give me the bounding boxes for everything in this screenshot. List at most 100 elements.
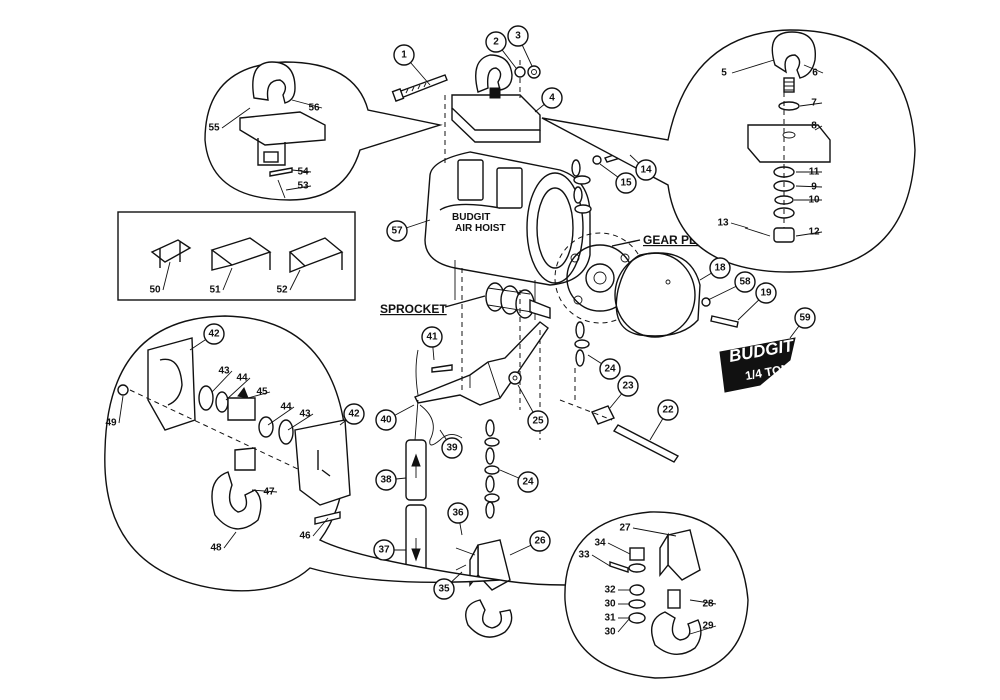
- callout-leader-34: [607, 542, 631, 555]
- shaft-22-23: [539, 330, 680, 463]
- callout-leader-53: [285, 185, 312, 191]
- part-number-35: 35: [438, 584, 450, 595]
- part-number-26: 26: [534, 536, 546, 547]
- housing-sub-text: AIR HOIST: [455, 223, 506, 234]
- part-number-25: 25: [532, 416, 544, 427]
- part-number-58: 58: [739, 277, 751, 288]
- detail-bubble-top-left: [204, 61, 443, 201]
- part-number-54: 54: [297, 167, 309, 178]
- part-number-19: 19: [760, 288, 772, 299]
- part-number-52: 52: [276, 285, 288, 296]
- part-number-53: 53: [297, 181, 309, 192]
- callout-circle-39: [441, 437, 463, 459]
- part-number-11: 11: [809, 167, 820, 178]
- gear-plate-leader: [611, 239, 641, 247]
- part-number-29: 29: [702, 621, 714, 632]
- part-number-37: 37: [378, 545, 390, 556]
- callout-circle-26: [529, 530, 551, 552]
- bracket-options-box: [117, 211, 356, 301]
- lower-hook-block: [455, 539, 513, 638]
- callout-circle-15: [615, 172, 637, 194]
- part-number-55: 55: [208, 123, 220, 134]
- part-number-43a: 43: [218, 366, 230, 377]
- callout-leader-12: [795, 231, 823, 237]
- callout-circle-59: [794, 307, 816, 329]
- pull-handles: [405, 399, 463, 576]
- part-number-3: 3: [515, 31, 521, 42]
- guide-lines: [461, 268, 576, 410]
- part-number-42b: 42: [348, 409, 360, 420]
- callout-leader-6: [803, 64, 824, 74]
- callout-leader-50: [162, 261, 171, 291]
- part-number-9: 9: [811, 182, 817, 193]
- callout-leader-28: [689, 599, 717, 605]
- callout-leader-54: [291, 169, 312, 173]
- callout-leader-43a: [211, 370, 233, 393]
- callout-leader-44a: [225, 377, 251, 401]
- callout-circle-42b: [343, 403, 365, 425]
- callout-circle-36: [447, 502, 469, 524]
- callout-circle-58: [734, 271, 756, 293]
- part-number-46: 46: [299, 531, 311, 542]
- sprocket-leader: [444, 295, 486, 308]
- callout-leader-49: [118, 395, 124, 424]
- detail-bubble-top-right: [541, 29, 916, 273]
- control-lever: [414, 321, 549, 406]
- part-number-1: 1: [401, 50, 407, 61]
- part-number-33: 33: [578, 550, 590, 561]
- part-number-57: 57: [391, 226, 403, 237]
- part-number-40: 40: [380, 415, 392, 426]
- sprocket-assembly: [485, 282, 551, 319]
- part-number-22: 22: [662, 405, 674, 416]
- detail-bubble-bottom-left: [104, 315, 501, 592]
- part-number-45: 45: [256, 387, 268, 398]
- part-number-15: 15: [620, 178, 632, 189]
- part-number-43b: 43: [299, 409, 311, 420]
- part-number-6: 6: [812, 68, 818, 79]
- callout-circle-19: [755, 282, 777, 304]
- callout-leader-9: [795, 185, 823, 188]
- part-number-34: 34: [594, 538, 606, 549]
- part-number-30a: 30: [604, 599, 616, 610]
- part-number-14: 14: [640, 165, 652, 176]
- part-number-48: 48: [210, 543, 222, 554]
- detail-bubble-bottom-right: [499, 511, 749, 679]
- part-number-47: 47: [263, 487, 275, 498]
- callout-leader-43b: [287, 413, 314, 431]
- callout-circle-24b: [517, 471, 539, 493]
- callout-leader-52: [289, 269, 301, 291]
- part-number-56: 56: [308, 103, 320, 114]
- part-number-36: 36: [452, 508, 464, 519]
- callout-circle-22: [657, 399, 679, 421]
- callout-circle-57: [386, 220, 408, 242]
- part-number-12: 12: [808, 227, 820, 238]
- part-number-42a: 42: [208, 329, 220, 340]
- part-number-50: 50: [149, 285, 161, 296]
- callout-circle-4: [541, 87, 563, 109]
- housing-brand-text: BUDGIT: [452, 212, 490, 223]
- callout-leader-56: [291, 99, 323, 109]
- part-number-32: 32: [604, 585, 616, 596]
- part-number-39: 39: [446, 443, 458, 454]
- part-number-13: 13: [717, 218, 729, 229]
- nuts-2-3: [514, 65, 541, 79]
- callout-leader-5: [731, 59, 775, 74]
- part-number-10: 10: [808, 195, 820, 206]
- part-number-28: 28: [702, 599, 714, 610]
- callout-circle-24a: [599, 358, 621, 380]
- part-number-27: 27: [619, 523, 631, 534]
- part-number-7: 7: [811, 98, 817, 109]
- callout-leader-51: [222, 267, 233, 291]
- part-number-2: 2: [493, 37, 499, 48]
- end-cover: [614, 252, 739, 338]
- callout-leader-29: [689, 625, 717, 635]
- part-number-8: 8: [811, 121, 817, 132]
- callout-circle-14: [635, 159, 657, 181]
- callout-leader-55: [221, 107, 251, 129]
- callout-circle-35: [433, 578, 455, 600]
- callout-circle-37: [373, 539, 395, 561]
- callout-leader-8: [814, 125, 823, 131]
- part-number-24a: 24: [604, 364, 616, 375]
- part-number-59: 59: [799, 313, 811, 324]
